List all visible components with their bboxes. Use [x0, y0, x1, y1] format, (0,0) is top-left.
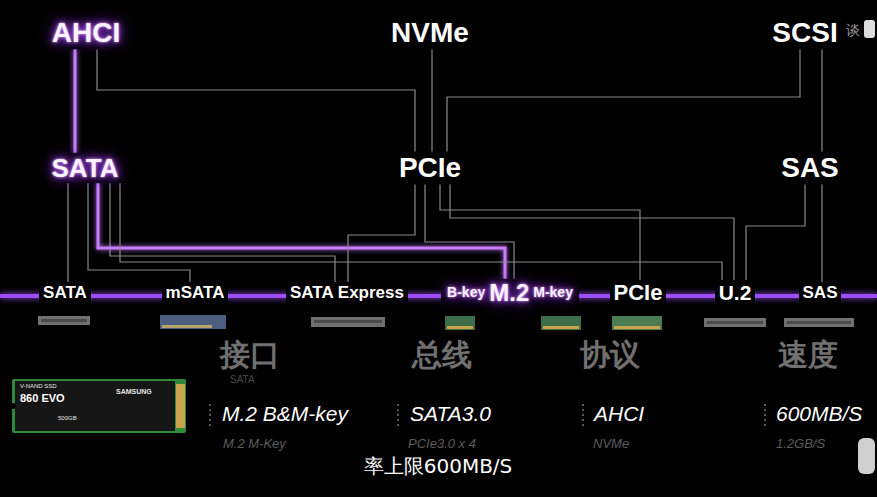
node-text: mSATA — [166, 284, 225, 303]
bus-link — [440, 184, 640, 280]
m2-mkey-connector — [541, 316, 581, 330]
bus-link — [447, 49, 800, 151]
bus-label: SAS — [777, 152, 843, 185]
table-cell: 600MB/S — [776, 402, 862, 426]
node-text: PCIe — [614, 281, 663, 305]
column-header: 总线 — [412, 338, 472, 373]
connector-group — [68, 49, 822, 282]
column-header: 协议 — [580, 338, 640, 373]
bus-label: SATA — [48, 153, 123, 184]
node-text: SATA — [43, 284, 87, 303]
node-text: PCIe — [399, 153, 461, 184]
ssd-label: SAMSUNG — [116, 388, 152, 396]
node-text: SCSI — [772, 18, 837, 49]
interface-label: B-key M.2 M-key — [441, 279, 579, 307]
bracket — [582, 404, 584, 426]
bus-link — [74, 49, 77, 152]
interface-label: U.2 — [715, 280, 756, 305]
table-cell: SATA3.0 — [410, 402, 491, 426]
bus-link — [450, 184, 734, 280]
protocol-label: NVMe — [387, 17, 473, 50]
bus-link — [98, 183, 505, 279]
ssd-label: V-NAND SSD — [20, 383, 57, 390]
sas-slot — [787, 321, 851, 324]
node-text: SATA — [52, 154, 119, 183]
ssd-label: 500GB — [58, 415, 77, 422]
table-cell: NVMe — [593, 437, 629, 452]
bus-link — [348, 184, 415, 282]
subtitle: 率上限600MB/S — [358, 451, 519, 481]
ssd-board — [12, 379, 186, 433]
logo — [858, 438, 875, 474]
u2-slot — [707, 321, 763, 324]
watermark: 谈 — [846, 22, 860, 38]
interface-label: PCIe — [610, 280, 667, 306]
node-text: SATA Express — [290, 284, 404, 303]
column-header: 速度 — [778, 338, 838, 373]
protocol-label: SCSI — [768, 17, 841, 50]
bus-link — [431, 49, 432, 151]
bus-link — [821, 184, 822, 282]
table-cell: M.2 M-Key — [223, 437, 286, 452]
m2-bkey-connector — [445, 316, 475, 330]
ssd-label: 860 EVO — [20, 392, 65, 405]
ssd-notch — [10, 403, 16, 409]
bracket — [764, 404, 766, 426]
table-cell: PCIe3.0 x 4 — [408, 437, 476, 452]
m2-mkey-contacts — [543, 326, 579, 329]
bracket — [209, 404, 211, 426]
pcie-connector — [612, 316, 662, 330]
connector-pictures — [38, 315, 854, 330]
node-text: NVMe — [391, 18, 469, 49]
table-cell: AHCI — [594, 402, 644, 426]
node-text: M-key — [533, 285, 573, 300]
node-text: AHCI — [52, 18, 120, 49]
node-text: SAS — [781, 153, 839, 184]
u2-connector — [704, 318, 766, 327]
bus-link — [88, 183, 190, 282]
sas-connector — [784, 318, 854, 327]
bus-label: PCIe — [395, 152, 465, 185]
column-header: 接口 — [220, 338, 280, 373]
interface-label: SATA Express — [286, 282, 408, 303]
logo — [864, 20, 875, 38]
node-text: B-key — [447, 285, 485, 300]
msata-connector — [160, 315, 226, 329]
pcie-contacts — [614, 326, 660, 329]
bus-link — [97, 49, 415, 151]
node-text: SAS — [803, 284, 838, 303]
ssd-contacts — [176, 384, 185, 428]
node-text: M.2 — [489, 280, 529, 306]
sata-connector — [38, 316, 90, 325]
ssd-picture — [10, 379, 186, 433]
msata-contacts — [162, 325, 212, 328]
bus-link — [120, 183, 722, 280]
interface-label: mSATA — [162, 282, 229, 303]
faint-label: SATA — [230, 374, 255, 386]
bus-link — [67, 183, 68, 282]
interface-label: SATA — [39, 282, 91, 303]
sata-connector-slot — [41, 319, 87, 322]
bracket — [397, 404, 399, 426]
bus-link — [746, 184, 805, 280]
interface-label: SAS — [799, 282, 842, 303]
bus-link — [110, 183, 335, 282]
table-cell: M.2 B&M-key — [222, 402, 348, 426]
bus-link — [425, 184, 514, 278]
m2-bkey-contacts — [447, 326, 473, 329]
table-cell: 1.2GB/S — [776, 437, 825, 452]
protocol-label: AHCI — [48, 17, 124, 50]
node-text: U.2 — [719, 281, 752, 304]
sata-express-connector — [311, 317, 385, 327]
ssd-sticker — [15, 381, 175, 431]
bus-link — [821, 49, 822, 151]
sata-express-slot — [314, 320, 382, 323]
